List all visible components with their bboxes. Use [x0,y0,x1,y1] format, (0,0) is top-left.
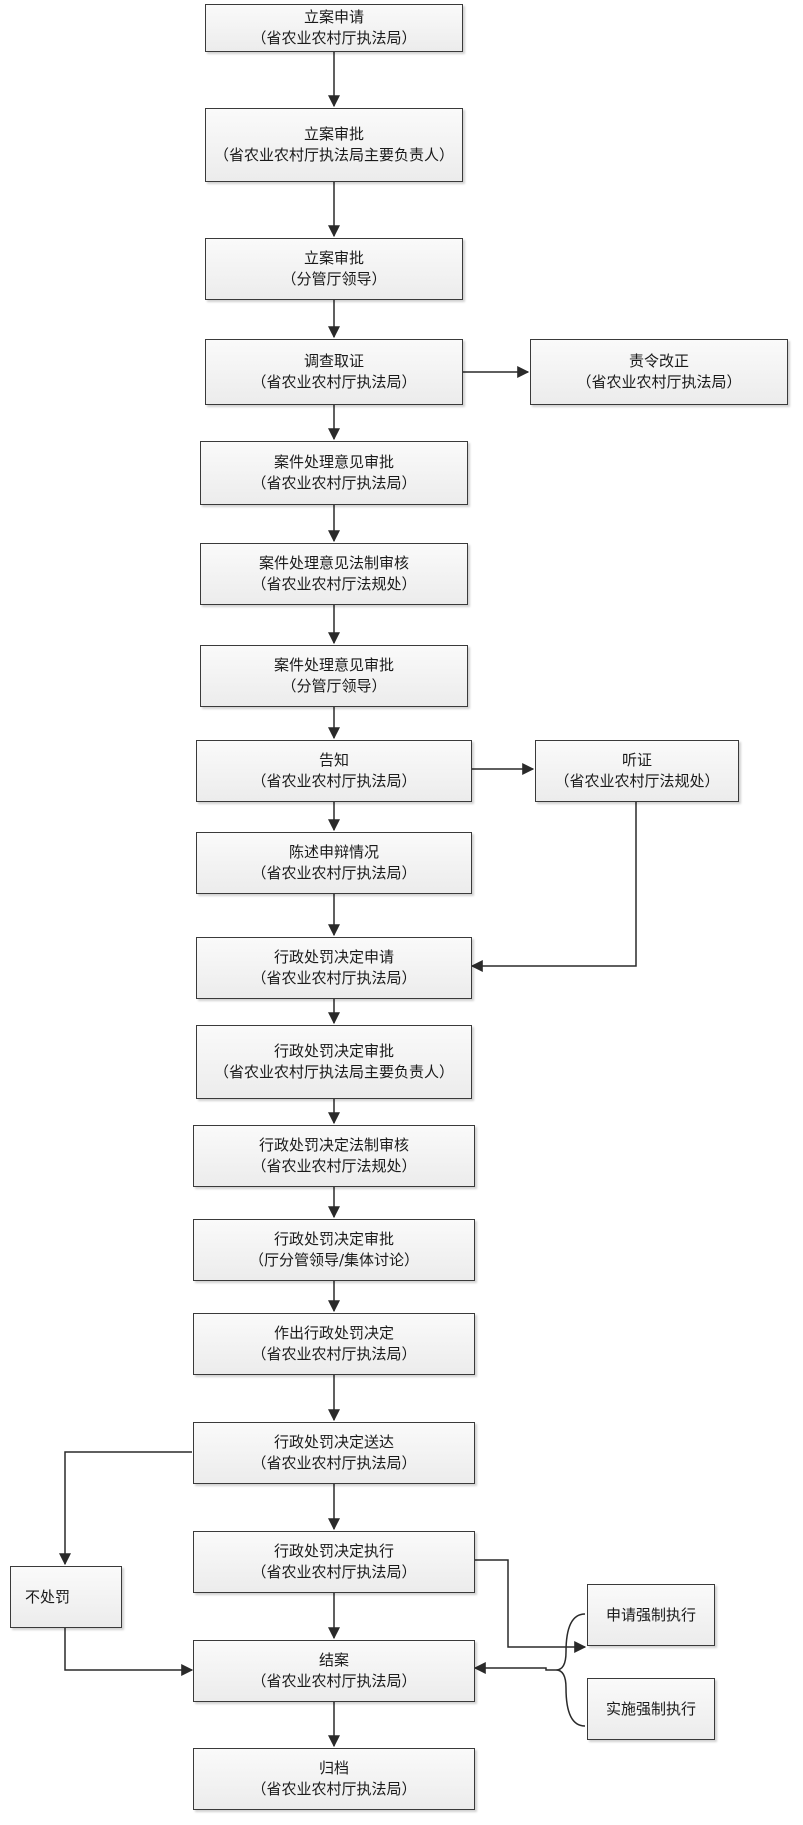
node-title: 案件处理意见审批 [273,453,394,471]
node-title: 案件处理意见审批 [273,656,394,674]
node-case-filing-approval-director: 立案审批 （省农业农村厅执法局主要负责人） [205,108,463,182]
node-subtitle: （省农业农村厅执法局） [251,772,417,790]
node-penalty-decision-application: 行政处罚决定申请 （省农业农村厅执法局） [196,937,472,999]
node-title: 立案审批 [303,125,364,143]
node-subtitle: （省农业农村厅法规处） [251,1157,417,1175]
node-subtitle: （省农业农村厅执法局） [251,1454,417,1472]
node-title: 陈述申辩情况 [288,843,379,861]
node-case-filing-application: 立案申请 （省农业农村厅执法局） [205,4,463,52]
node-investigation: 调查取证 （省农业农村厅执法局） [205,339,463,405]
arrow-enforcement-n17 [473,1662,556,1674]
arrow-nbp-n17 [64,1628,194,1676]
node-order-correction: 责令改正 （省农业农村厅执法局） [530,339,788,405]
node-no-penalty: 不处罚 [10,1566,122,1628]
node-subtitle: （省农业农村厅执法局） [251,29,417,47]
node-penalty-decision-execution: 行政处罚决定执行 （省农业农村厅执法局） [193,1531,475,1593]
node-title: 行政处罚决定法制审核 [258,1136,409,1154]
node-title: 责令改正 [628,352,689,370]
node-title: 行政处罚决定执行 [273,1542,394,1560]
node-title: 行政处罚决定审批 [273,1230,394,1248]
node-title: 作出行政处罚决定 [273,1324,394,1342]
node-implement-enforcement: 实施强制执行 [587,1678,715,1740]
node-subtitle: （省农业农村厅执法局） [251,1672,417,1690]
node-make-penalty-decision: 作出行政处罚决定 （省农业农村厅执法局） [193,1313,475,1375]
node-notification: 告知 （省农业农村厅执法局） [196,740,472,802]
node-subtitle: （省农业农村厅执法局） [251,969,417,987]
node-subtitle: （省农业农村厅执法局主要负责人） [213,146,454,164]
node-subtitle: （省农业农村厅执法局） [251,864,417,882]
node-subtitle: （省农业农村厅执法局） [251,1345,417,1363]
node-penalty-decision-approval-director: 行政处罚决定审批 （省农业农村厅执法局主要负责人） [196,1025,472,1099]
node-title: 立案申请 [303,8,364,26]
node-title: 调查取证 [303,352,364,370]
arrow-n8r-n10 [470,802,637,972]
node-handling-opinion-legal-review: 案件处理意见法制审核 （省农业农村厅法规处） [200,543,468,605]
brace-enforcement [555,1613,586,1727]
node-title: 归档 [318,1759,349,1777]
node-subtitle: （省农业农村厅法规处） [554,772,720,790]
node-subtitle: （省农业农村厅执法局） [251,474,417,492]
node-penalty-decision-delivery: 行政处罚决定送达 （省农业农村厅执法局） [193,1422,475,1484]
node-archive: 归档 （省农业农村厅执法局） [193,1748,475,1810]
node-title: 告知 [318,751,349,769]
node-title: 行政处罚决定审批 [273,1042,394,1060]
node-title: 申请强制执行 [605,1605,696,1624]
node-title: 案件处理意见法制审核 [258,554,409,572]
arrow-n15-nbp [59,1451,192,1566]
node-penalty-decision-legal-review: 行政处罚决定法制审核 （省农业农村厅法规处） [193,1125,475,1187]
node-title: 结案 [318,1651,349,1669]
node-subtitle: （分管厅领导） [281,270,387,288]
node-hearing: 听证 （省农业农村厅法规处） [535,740,739,802]
node-apply-enforcement: 申请强制执行 [587,1584,715,1646]
node-handling-opinion-approval: 案件处理意见审批 （省农业农村厅执法局） [200,441,468,505]
node-title: 立案审批 [303,249,364,267]
node-subtitle: （分管厅领导） [281,677,387,695]
node-subtitle: （省农业农村厅法规处） [251,575,417,593]
node-title: 听证 [621,751,652,769]
node-title: 实施强制执行 [605,1699,696,1718]
node-case-filing-approval-leader: 立案审批 （分管厅领导） [205,238,463,300]
node-handling-opinion-leader-approval: 案件处理意见审批 （分管厅领导） [200,645,468,707]
arrow-n16-nsq [475,1559,587,1653]
node-title: 行政处罚决定送达 [273,1433,394,1451]
node-case-closure: 结案 （省农业农村厅执法局） [193,1640,475,1702]
node-subtitle: （厅分管领导/集体讨论） [248,1251,420,1269]
node-subtitle: （省农业农村厅执法局） [251,1780,417,1798]
node-statement-defense: 陈述申辩情况 （省农业农村厅执法局） [196,832,472,894]
node-penalty-decision-leader-approval: 行政处罚决定审批 （厅分管领导/集体讨论） [193,1219,475,1281]
node-subtitle: （省农业农村厅执法局） [251,1563,417,1581]
node-title: 不处罚 [25,1587,71,1606]
node-subtitle: （省农业农村厅执法局） [251,373,417,391]
node-subtitle: （省农业农村厅执法局主要负责人） [213,1063,454,1081]
node-title: 行政处罚决定申请 [273,948,394,966]
node-subtitle: （省农业农村厅执法局） [576,373,742,391]
